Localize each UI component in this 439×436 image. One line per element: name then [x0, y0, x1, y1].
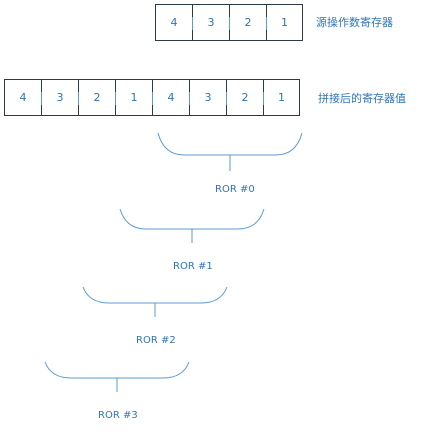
step-label-ror-0: ROR #0 [215, 184, 255, 195]
concatenated-register: 4 3 2 1 4 3 2 1 [4, 79, 300, 116]
cell-value: 3 [204, 91, 212, 104]
register-cell: 3 [41, 79, 78, 116]
register-cell: 2 [78, 79, 115, 116]
register-cell: 4 [155, 4, 192, 41]
cell-value: 2 [241, 91, 249, 104]
register-cell: 2 [229, 4, 266, 41]
cell-value: 1 [130, 91, 138, 104]
concatenated-register-label: 拼接后的寄存器值 [318, 92, 406, 105]
cell-value: 1 [281, 16, 288, 29]
register-cell: 1 [263, 79, 300, 116]
register-cell: 2 [226, 79, 263, 116]
cell-value: 2 [93, 91, 101, 104]
step-label-ror-2: ROR #2 [136, 335, 176, 346]
register-cell: 1 [266, 4, 303, 41]
source-register: 4 3 2 1 [155, 4, 303, 41]
cell-value: 1 [278, 91, 285, 104]
cell-value: 4 [19, 91, 27, 104]
cell-value: 2 [244, 16, 252, 29]
cell-value: 3 [56, 91, 64, 104]
cell-value: 4 [167, 91, 175, 104]
register-cell: 3 [192, 4, 229, 41]
register-cell: 4 [4, 79, 41, 116]
brace-ror-0 [157, 132, 303, 171]
register-cell: 3 [189, 79, 226, 116]
register-cell: 4 [152, 79, 189, 116]
cell-value: 4 [170, 16, 178, 29]
step-label-ror-3: ROR #3 [98, 410, 138, 421]
step-label-ror-1: ROR #1 [173, 261, 213, 272]
cell-value: 3 [207, 16, 215, 29]
brace-ror-3 [44, 361, 190, 392]
brace-ror-1 [119, 208, 265, 243]
brace-ror-2 [82, 286, 228, 317]
register-cell: 1 [115, 79, 152, 116]
source-register-label: 源操作数寄存器 [316, 16, 393, 29]
